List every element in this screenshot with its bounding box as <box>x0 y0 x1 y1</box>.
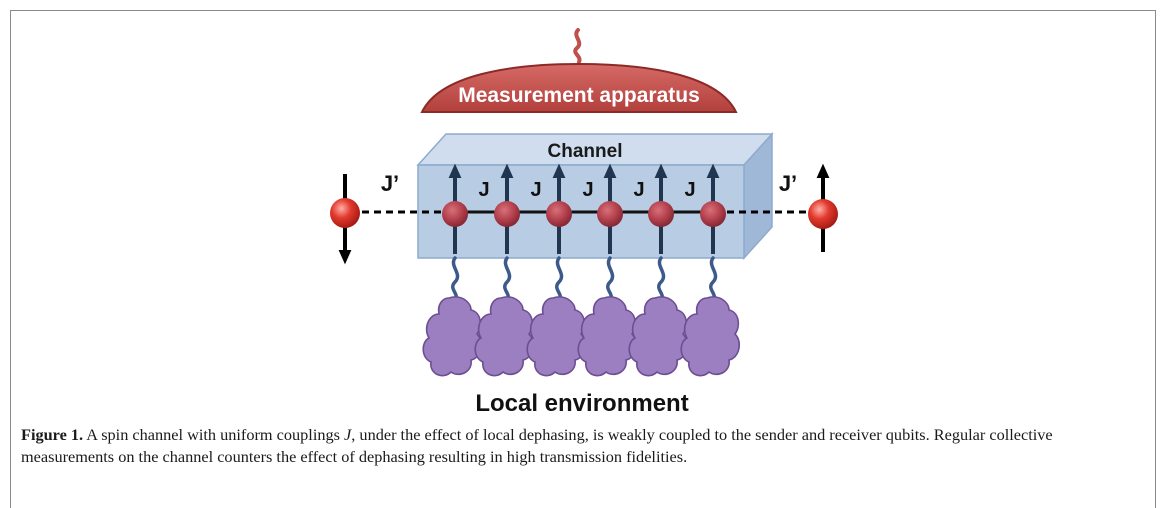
environment-wires <box>451 256 718 302</box>
receiver-qubit <box>808 163 838 252</box>
environment-wire <box>657 256 666 302</box>
inner-coupling-label: J <box>582 179 593 201</box>
figure-frame <box>10 10 1156 508</box>
spin-channel-diagram: Measurement apparatus Channel J’ J’ <box>330 28 838 417</box>
apparatus-wire <box>573 28 582 64</box>
channel-spin <box>700 163 726 254</box>
inner-coupling-label: J <box>633 179 644 201</box>
left-outer-coupling-label: J’ <box>381 171 399 196</box>
environment-cloud <box>422 296 483 377</box>
channel-spins <box>442 163 726 254</box>
caption-text-part-2: , under the effect of local dephasing, i… <box>21 425 1053 466</box>
receiver-spin-sphere <box>808 199 838 229</box>
channel-spin <box>648 163 674 254</box>
inner-coupling-label: J <box>684 179 695 201</box>
environment-cloud <box>680 296 741 377</box>
sender-spin-sphere <box>330 198 360 228</box>
environment-cloud <box>526 296 587 377</box>
environment-cloud <box>474 296 535 377</box>
environment-cloud <box>628 296 689 377</box>
sender-qubit <box>330 174 360 265</box>
caption-text-part-1: A spin channel with uniform couplings <box>83 425 345 444</box>
environment-wire <box>451 256 460 302</box>
channel-spin <box>597 163 623 254</box>
channel-spin <box>546 163 572 254</box>
environment-wire <box>555 256 564 302</box>
environment-label: Local environment <box>475 390 688 417</box>
inner-coupling-label: J <box>478 179 489 201</box>
apparatus-dome <box>420 62 738 113</box>
measurement-apparatus: Measurement apparatus <box>420 28 738 113</box>
channel-spin <box>442 163 468 254</box>
inner-coupling-label: J <box>530 179 541 201</box>
channel-box: Channel <box>416 132 774 260</box>
figure-label: Figure 1. <box>21 425 84 444</box>
right-outer-coupling-label: J’ <box>779 171 797 196</box>
channel-label: Channel <box>548 141 623 162</box>
caption-symbol: J <box>344 425 352 444</box>
environment-wire <box>606 256 615 302</box>
environment-cloud <box>577 296 638 377</box>
environment-clouds <box>422 296 741 377</box>
inner-coupling-labels: J J J J J <box>478 179 695 201</box>
environment-wire <box>709 256 718 302</box>
environment-wire <box>503 256 512 302</box>
apparatus-label: Measurement apparatus <box>458 84 700 107</box>
channel-spin <box>494 163 520 254</box>
figure-caption: Figure 1. A spin channel with uniform co… <box>21 424 1141 468</box>
